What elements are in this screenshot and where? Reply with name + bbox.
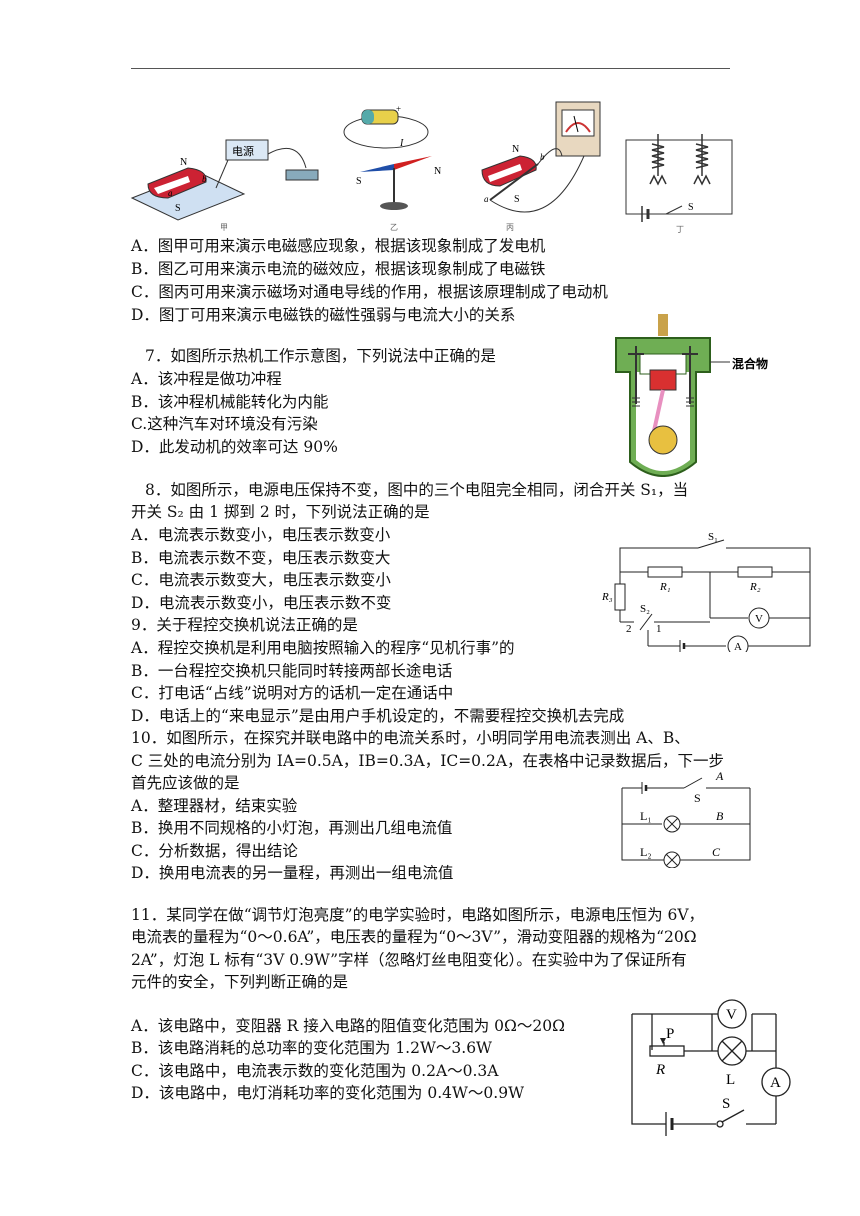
q8-stem-line2: 开关 S₂ 由 1 掷到 2 时，下列说法正确的是 <box>131 503 430 521</box>
svg-text:R: R <box>655 1062 665 1078</box>
q11-stem-line3: 2A”，灯泡 L 标有“3V 0.9W”字样（忽略灯丝电阻变化）。在实验中为了保… <box>131 951 687 969</box>
figure-yi: + I S N 乙 <box>343 104 441 232</box>
svg-text:I: I <box>399 138 404 149</box>
svg-text:b: b <box>540 152 545 162</box>
svg-text:+: + <box>396 104 401 114</box>
svg-text:1: 1 <box>656 623 662 635</box>
svg-text:S: S <box>688 202 694 213</box>
svg-text:N: N <box>512 144 519 155</box>
header-rule <box>131 68 730 69</box>
svg-text:R₁: R₁ <box>659 581 671 593</box>
label-n: N <box>180 157 187 168</box>
svg-text:R₂: R₂ <box>749 581 761 593</box>
svg-text:S: S <box>694 791 701 805</box>
label-power: 电源 <box>232 144 254 158</box>
label-mixture: 混合物 <box>732 356 768 371</box>
q10-stem-line3: 首先应该做的是 <box>131 774 240 792</box>
q6-option-c: C．图丙可用来演示磁场对通电导线的作用，根据该原理制成了电动机 <box>131 283 608 301</box>
svg-text:V: V <box>755 613 763 625</box>
svg-text:B: B <box>716 809 724 823</box>
svg-text:S: S <box>722 1096 730 1112</box>
svg-text:V: V <box>726 1007 737 1023</box>
figure-q8-circuit: S₁ R₁ R₂ R₃ S₂ 2 1 V A <box>601 531 811 652</box>
caption-ding: 丁 <box>676 225 684 234</box>
q10-stem-line2: C 三处的电流分别为 IA=0.5A，IB=0.3A，IC=0.2A，在表格中记… <box>131 752 725 770</box>
q7-option-c: C.这种汽车对环境没有污染 <box>131 415 318 433</box>
svg-text:P: P <box>666 1026 674 1042</box>
caption-jia: 甲 <box>220 223 228 232</box>
q9-option-b: B．一台程控交换机只能同时转接两部长途电话 <box>131 662 453 680</box>
label-s: S <box>175 203 181 214</box>
q9-stem: 9．关于程控交换机说法正确的是 <box>131 616 358 634</box>
q8-option-c: C．电流表示数变大，电压表示数变小 <box>131 571 391 589</box>
svg-text:A: A <box>734 641 742 652</box>
q11-stem-line1: 11．某同学在做“调节灯泡亮度”的电学实验时，电路如图所示，电源电压恒为 6V， <box>131 906 705 924</box>
svg-text:S₁: S₁ <box>708 531 718 543</box>
svg-text:b: b <box>202 174 207 184</box>
q11-option-c: C．该电路中，电流表示数的变化范围为 0.2A～0.3A <box>131 1062 499 1080</box>
figure-q10-circuit: A S L₁ B L₂ C <box>621 769 751 868</box>
svg-text:N: N <box>434 166 441 177</box>
svg-text:C: C <box>712 845 721 859</box>
figure-jia: N S b a 电源 甲 <box>130 139 319 232</box>
caption-yi: 乙 <box>390 223 398 232</box>
svg-text:S: S <box>514 194 520 205</box>
svg-text:a: a <box>168 188 173 198</box>
q11-stem-line4: 元件的安全，下列判断正确的是 <box>131 973 349 991</box>
q7-option-b: B．该冲程机械能转化为内能 <box>131 393 329 411</box>
q11-option-d: D．该电路中，电灯消耗功率的变化范围为 0.4W～0.9W <box>131 1084 525 1102</box>
figure-electromagnetism-experiments: N S b a 电源 甲 + I S N 乙 a b N <box>130 101 733 234</box>
figure-bing: a b N S 丙 <box>481 101 601 232</box>
q9-option-c: C．打电话“占线”说明对方的话机一定在通话中 <box>131 684 454 702</box>
svg-text:S₂: S₂ <box>640 603 650 615</box>
svg-text:R₃: R₃ <box>601 591 613 603</box>
svg-text:a: a <box>484 194 489 204</box>
figure-ding: S 丁 <box>625 134 733 234</box>
q7-stem: 7．如图所示热机工作示意图，下列说法中正确的是 <box>145 347 496 365</box>
q8-stem-line1: 8．如图所示，电源电压保持不变，图中的三个电阻完全相同，闭合开关 S₁，当 <box>145 481 689 499</box>
q8-option-a: A．电流表示数变小，电压表示数变小 <box>131 526 391 544</box>
q9-option-d: D．电话上的“来电显示”是由用户手机设定的，不需要程控交换机去完成 <box>131 707 625 725</box>
q10-option-b: B．换用不同规格的小灯泡，再测出几组电流值 <box>131 819 453 837</box>
svg-text:S: S <box>356 176 362 187</box>
q11-option-a: A．该电路中，变阻器 R 接入电路的阻值变化范围为 0Ω～20Ω <box>131 1017 565 1035</box>
svg-text:L₁: L₁ <box>640 809 652 823</box>
q9-option-a: A．程控交换机是利用电脑按照输入的程序“见机行事”的 <box>131 639 515 657</box>
figure-heat-engine: 混合物 <box>615 314 768 477</box>
q7-option-a: A．该冲程是做功冲程 <box>131 370 282 388</box>
svg-text:L₂: L₂ <box>640 845 652 859</box>
q6-option-d: D．图丁可用来演示电磁铁的磁性强弱与电流大小的关系 <box>131 306 516 324</box>
q10-option-c: C．分析数据，得出结论 <box>131 842 298 860</box>
caption-bing: 丙 <box>506 223 514 232</box>
q6-option-b: B．图乙可用来演示电流的磁效应，根据该现象制成了电磁铁 <box>131 260 546 278</box>
q6-option-a: A．图甲可用来演示电磁感应现象，根据该现象制成了发电机 <box>131 237 546 255</box>
svg-text:A: A <box>715 769 724 783</box>
q8-option-d: D．电流表示数变小，电压表示数不变 <box>131 594 392 612</box>
q10-option-a: A．整理器材，结束实验 <box>131 797 298 815</box>
figure-q11-circuit: V P R L A S <box>631 999 791 1136</box>
q11-stem-line2: 电流表的量程为“0～0.6A”，电压表的量程为“0～3V”，滑动变阻器的规格为“… <box>131 928 697 946</box>
svg-text:L: L <box>726 1072 735 1088</box>
svg-text:2: 2 <box>626 623 632 635</box>
q7-option-d: D．此发动机的效率可达 90% <box>131 438 338 456</box>
q10-stem-line1: 10．如图所示，在探究并联电路中的电流关系时，小明同学用电流表测出 A、B、 <box>131 729 690 747</box>
q11-option-b: B．该电路消耗的总功率的变化范围为 1.2W～3.6W <box>131 1039 492 1057</box>
svg-text:A: A <box>770 1075 781 1091</box>
q8-option-b: B．电流表示数不变，电压表示数变大 <box>131 549 391 567</box>
q10-option-d: D．换用电流表的另一量程，再测出一组电流值 <box>131 864 454 882</box>
